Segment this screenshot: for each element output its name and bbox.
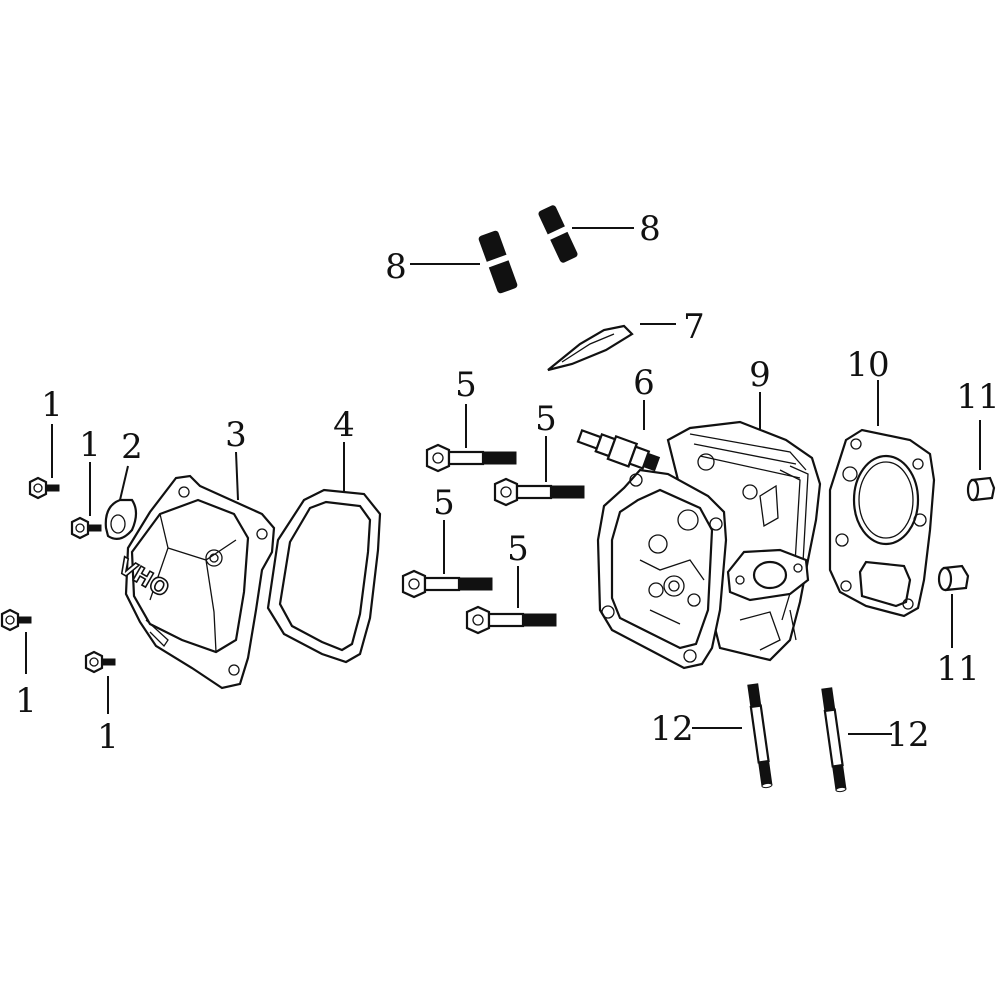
cover-gasket-part-4	[266, 488, 382, 664]
callout-4: 4	[333, 405, 355, 445]
bolt-part-1-a	[28, 476, 60, 500]
callout-labels: 1 1 1 1 2 3 4 5 5 5 5 6 7 8 8 9 10 11 11…	[15, 209, 999, 757]
callout-6: 6	[633, 363, 655, 403]
stud-part-12-a	[747, 683, 773, 789]
callout-1-a: 1	[41, 385, 63, 425]
callout-5-d: 5	[507, 529, 529, 569]
callout-1-d: 1	[97, 717, 119, 757]
head-gasket-part-10	[828, 428, 936, 618]
callout-11-a: 11	[956, 377, 999, 417]
callout-12-b: 12	[886, 715, 929, 755]
bolt-part-5-d	[465, 605, 557, 635]
callout-9: 9	[749, 355, 771, 395]
sleeve-part-11-a	[966, 476, 996, 502]
callout-2: 2	[121, 427, 143, 467]
callout-3: 3	[225, 415, 247, 455]
leader-lines	[25, 227, 981, 735]
bolt-part-5-b	[493, 477, 585, 507]
bolt-part-1-d	[84, 650, 116, 674]
callout-11-b: 11	[936, 649, 979, 689]
small-gasket-part-7	[547, 324, 634, 372]
cylinder-head-part-9	[596, 420, 822, 670]
callout-1-c: 1	[15, 681, 37, 721]
dowel-pin-part-8-a	[478, 230, 518, 294]
valve-cover-part-3: OHV	[113, 474, 276, 690]
callout-8-a: 8	[385, 247, 407, 287]
callout-8-b: 8	[639, 209, 661, 249]
callout-1-b: 1	[79, 425, 101, 465]
sleeve-part-11-b	[937, 564, 970, 592]
callout-12-a: 12	[650, 709, 693, 749]
breather-part-2	[104, 498, 138, 541]
plug-part-6	[576, 428, 661, 472]
bolt-part-5-a	[425, 443, 517, 473]
bolt-part-1-c	[0, 608, 32, 632]
callout-5-c: 5	[433, 483, 455, 523]
stud-part-12-b	[821, 687, 847, 793]
callout-7: 7	[683, 307, 705, 347]
bolt-part-5-c	[401, 569, 493, 599]
dowel-pin-part-8-b	[538, 205, 578, 263]
callout-5-a: 5	[455, 365, 477, 405]
callout-10: 10	[846, 345, 889, 385]
callout-5-b: 5	[535, 399, 557, 439]
bolt-part-1-b	[70, 516, 102, 540]
